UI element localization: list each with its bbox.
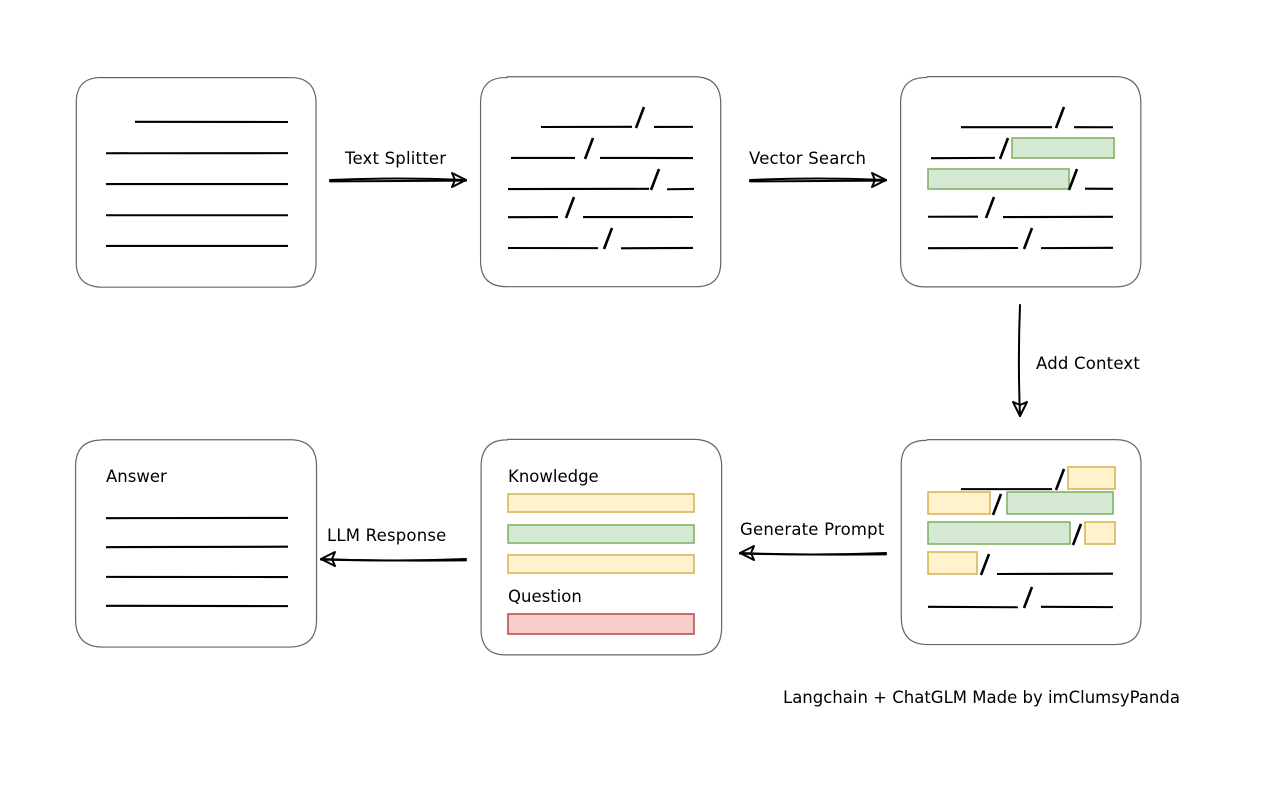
split-chunks-row-3 xyxy=(507,168,695,191)
context-added-row-3 xyxy=(927,521,1116,546)
split-chunks-separator-slash xyxy=(649,168,661,191)
arrow-vector-search-head xyxy=(871,172,887,188)
vector-matches-separator-slash xyxy=(998,137,1010,160)
context-added-row-2 xyxy=(927,491,1114,516)
arrow-add-context-shaft xyxy=(1017,304,1021,417)
split-chunks-separator-slash xyxy=(602,227,614,250)
vector-matches-row-4 xyxy=(927,196,1114,219)
arrow-llm-response-shaft-echo xyxy=(320,558,467,562)
split-chunks-row-4 xyxy=(507,196,694,219)
context-added-highlight-yellow xyxy=(927,551,978,575)
context-added-separator-slash xyxy=(1071,523,1083,546)
context-added-separator-slash xyxy=(991,493,1003,516)
arrow-generate-prompt-shaft-echo xyxy=(739,552,887,556)
arrow-label-llm-response: LLM Response xyxy=(327,526,447,545)
vector-matches-row-1 xyxy=(960,106,1114,129)
arrow-generate-prompt-head xyxy=(739,545,755,561)
knowledge-heading: Knowledge xyxy=(508,467,599,486)
arrow-vector-search-shaft xyxy=(749,177,887,181)
vector-matches-row-2 xyxy=(930,137,1115,160)
split-chunks-box-outline xyxy=(479,76,722,288)
context-added-row-1 xyxy=(960,466,1116,491)
knowledge-bar-2-green xyxy=(507,524,695,544)
vector-matches-highlight-green xyxy=(927,168,1070,190)
knowledge-bar-3-yellow xyxy=(507,554,695,574)
arrow-text-splitter-head xyxy=(451,172,467,188)
vector-matches-highlight-green xyxy=(1011,137,1115,159)
arrow-label-generate-prompt: Generate Prompt xyxy=(740,520,885,539)
context-added-highlight-yellow xyxy=(1067,466,1116,490)
split-chunks-separator-slash xyxy=(564,196,576,219)
arrow-add-context xyxy=(1012,304,1028,417)
vector-matches-separator-slash xyxy=(1067,168,1079,191)
footer-caption: Langchain + ChatGLM Made by imClumsyPand… xyxy=(783,688,1180,707)
split-chunks-row-1 xyxy=(540,106,694,129)
split-chunks-separator-slash xyxy=(583,137,595,160)
answer-box-outline xyxy=(74,439,318,648)
arrow-vector-search xyxy=(749,172,887,188)
vector-matches-separator-slash xyxy=(984,196,996,219)
arrow-label-text-splitter: Text Splitter xyxy=(344,149,446,168)
question-bar-1-red xyxy=(507,613,695,635)
source-document-box-outline xyxy=(75,76,317,288)
answer-box xyxy=(74,439,318,648)
split-chunks-box xyxy=(479,76,722,288)
split-chunks-row-5 xyxy=(507,227,694,250)
arrow-add-context-head xyxy=(1012,401,1028,417)
context-added-separator-slash xyxy=(1022,586,1034,609)
context-added-row-4 xyxy=(927,551,1114,576)
arrow-llm-response xyxy=(320,551,467,567)
context-added-box xyxy=(900,439,1142,646)
question-heading: Question xyxy=(508,587,582,606)
vector-matches-row-3 xyxy=(927,168,1114,191)
context-added-highlight-yellow xyxy=(927,491,991,515)
context-added-row-5 xyxy=(927,586,1114,609)
vector-matches-box xyxy=(900,76,1142,288)
knowledge-bar-1-yellow xyxy=(507,493,695,513)
arrow-text-splitter-shaft-echo xyxy=(329,179,467,183)
arrows-layer xyxy=(320,172,1028,567)
split-chunks-separator-slash xyxy=(634,106,646,129)
vector-matches-separator-slash xyxy=(1022,227,1034,250)
arrow-vector-search-shaft-echo xyxy=(749,179,887,183)
context-added-highlight-green xyxy=(927,521,1071,545)
arrow-llm-response-head xyxy=(320,551,336,567)
context-added-separator-slash xyxy=(1054,468,1066,491)
arrow-generate-prompt xyxy=(739,545,887,561)
vector-matches-row-5 xyxy=(927,227,1114,250)
context-added-highlight-green xyxy=(1006,491,1114,515)
context-added-separator-slash xyxy=(979,553,991,576)
split-chunks-row-2 xyxy=(510,137,694,160)
arrow-label-add-context: Add Context xyxy=(1036,354,1140,373)
vector-matches-separator-slash xyxy=(1054,106,1066,129)
arrow-text-splitter xyxy=(329,172,467,188)
context-added-highlight-yellow xyxy=(1084,521,1116,545)
answer-heading: Answer xyxy=(106,467,167,486)
source-document-box xyxy=(75,76,317,288)
arrow-label-vector-search: Vector Search xyxy=(749,149,866,168)
arrow-text-splitter-shaft xyxy=(329,177,467,181)
